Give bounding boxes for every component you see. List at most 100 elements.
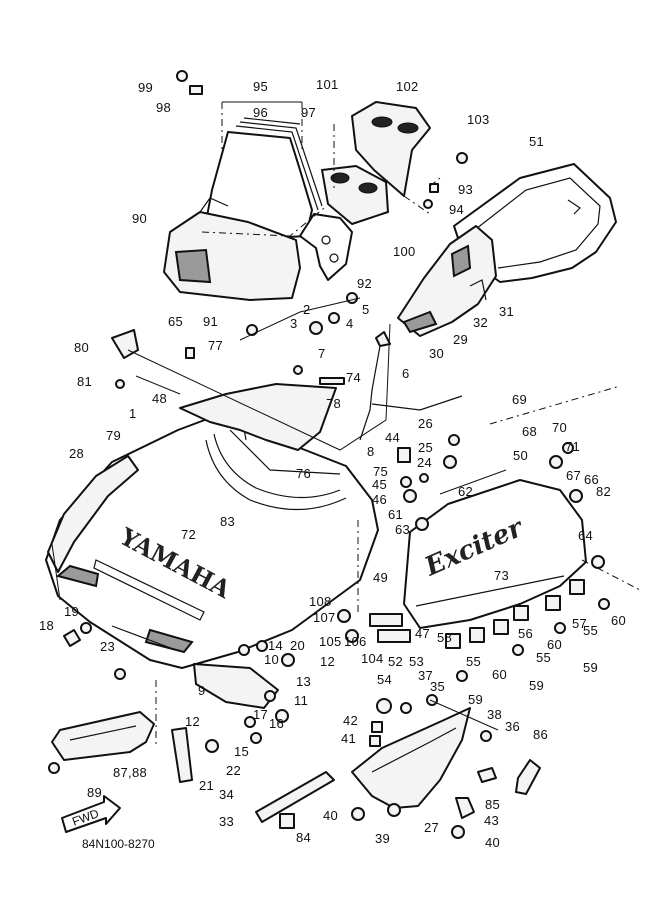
- callout-37: 37: [418, 668, 433, 683]
- callout-56: 56: [518, 626, 533, 641]
- callout-101: 101: [316, 77, 339, 92]
- callout-21: 21: [199, 778, 214, 793]
- callout-43: 43: [484, 813, 499, 828]
- callout-65: 65: [168, 314, 183, 329]
- callout-40a: 40: [323, 808, 338, 823]
- callout-32: 32: [473, 315, 488, 330]
- callout-67: 67: [566, 468, 581, 483]
- callout-6: 6: [402, 366, 410, 381]
- callout-59b: 59: [529, 678, 544, 693]
- front-cowl: Exciter: [403, 479, 587, 629]
- callout-55c: 55: [466, 654, 481, 669]
- callout-86: 86: [533, 727, 548, 742]
- callout-13: 13: [296, 674, 311, 689]
- callout-60a: 60: [611, 613, 626, 628]
- callout-23: 23: [100, 639, 115, 654]
- callout-24: 24: [417, 455, 432, 470]
- callout-8788: 87,88: [113, 765, 147, 780]
- callout-82: 82: [596, 484, 611, 499]
- callout-72: 72: [181, 527, 196, 542]
- callout-51: 51: [529, 134, 544, 149]
- callout-103: 103: [467, 112, 490, 127]
- callout-38: 38: [487, 707, 502, 722]
- callout-22: 22: [226, 763, 241, 778]
- callout-30: 30: [429, 346, 444, 361]
- callout-28: 28: [69, 446, 84, 461]
- callout-52: 52: [388, 654, 403, 669]
- callout-79: 79: [106, 428, 121, 443]
- leader-lines: [51, 101, 641, 746]
- callout-106: 106: [344, 634, 367, 649]
- callout-71: 71: [565, 439, 580, 454]
- callout-11: 11: [294, 693, 308, 708]
- callout-2: 2: [303, 302, 311, 317]
- callout-78: 78: [326, 396, 341, 411]
- callout-81: 81: [77, 374, 92, 389]
- callout-59a: 59: [583, 660, 598, 675]
- strip-33: [255, 771, 335, 823]
- callout-73: 73: [494, 568, 509, 583]
- callout-19: 19: [64, 604, 79, 619]
- side-rail-28: [47, 455, 139, 573]
- callout-63: 63: [395, 522, 410, 537]
- callout-54: 54: [377, 672, 392, 687]
- callout-50: 50: [513, 448, 528, 463]
- callout-93: 93: [458, 182, 473, 197]
- callout-35: 35: [430, 679, 445, 694]
- callout-39: 39: [375, 831, 390, 846]
- callout-61: 61: [388, 507, 403, 522]
- callout-66: 66: [584, 472, 599, 487]
- callout-27: 27: [424, 820, 439, 835]
- small-parts: [48, 70, 610, 839]
- callout-59c: 59: [468, 692, 483, 707]
- reference-code: 84N100-8270: [82, 837, 155, 851]
- callout-97: 97: [301, 105, 316, 120]
- callout-12a: 12: [320, 654, 335, 669]
- bracket-92: [299, 213, 353, 281]
- callout-7: 7: [318, 346, 326, 361]
- callout-95: 95: [253, 79, 268, 94]
- callout-25: 25: [418, 440, 433, 455]
- callout-80: 80: [74, 340, 89, 355]
- callout-75: 75: [373, 464, 388, 479]
- side-cover-27: [351, 707, 471, 809]
- callout-40b: 40: [485, 835, 500, 850]
- callout-77: 77: [208, 338, 223, 353]
- callout-26: 26: [418, 416, 433, 431]
- front-direction-arrow: FWD: [61, 795, 121, 833]
- callout-96: 96: [253, 105, 268, 120]
- callout-60c: 60: [492, 667, 507, 682]
- callout-36: 36: [505, 719, 520, 734]
- stay-21: [171, 727, 193, 783]
- callout-68: 68: [522, 424, 537, 439]
- callout-47: 47: [415, 626, 430, 641]
- callout-42: 42: [343, 713, 358, 728]
- callout-99: 99: [138, 80, 153, 95]
- callout-41: 41: [341, 731, 356, 746]
- callout-62: 62: [458, 484, 473, 499]
- callout-9: 9: [198, 683, 206, 698]
- callout-89: 89: [87, 785, 102, 800]
- callout-44: 44: [385, 430, 400, 445]
- callout-108: 108: [309, 594, 332, 609]
- callout-15: 15: [234, 744, 249, 759]
- callout-3: 3: [290, 316, 298, 331]
- callout-91: 91: [203, 314, 218, 329]
- callout-4: 4: [346, 316, 354, 331]
- callout-55a: 55: [583, 623, 598, 638]
- callout-94: 94: [449, 202, 464, 217]
- callout-57: 57: [572, 616, 587, 631]
- callout-1: 1: [129, 406, 137, 421]
- inner-panel-29-30: [397, 225, 497, 337]
- callout-46: 46: [372, 492, 387, 507]
- callout-20: 20: [290, 638, 305, 653]
- meter-panel: [321, 165, 389, 225]
- callout-58: 58: [437, 630, 452, 645]
- callout-105: 105: [319, 634, 342, 649]
- callout-16: 16: [269, 716, 284, 731]
- callout-90: 90: [132, 211, 147, 226]
- callout-107: 107: [313, 610, 336, 625]
- meter-cover: [351, 101, 431, 197]
- callout-55b: 55: [536, 650, 551, 665]
- callout-100: 100: [393, 244, 416, 259]
